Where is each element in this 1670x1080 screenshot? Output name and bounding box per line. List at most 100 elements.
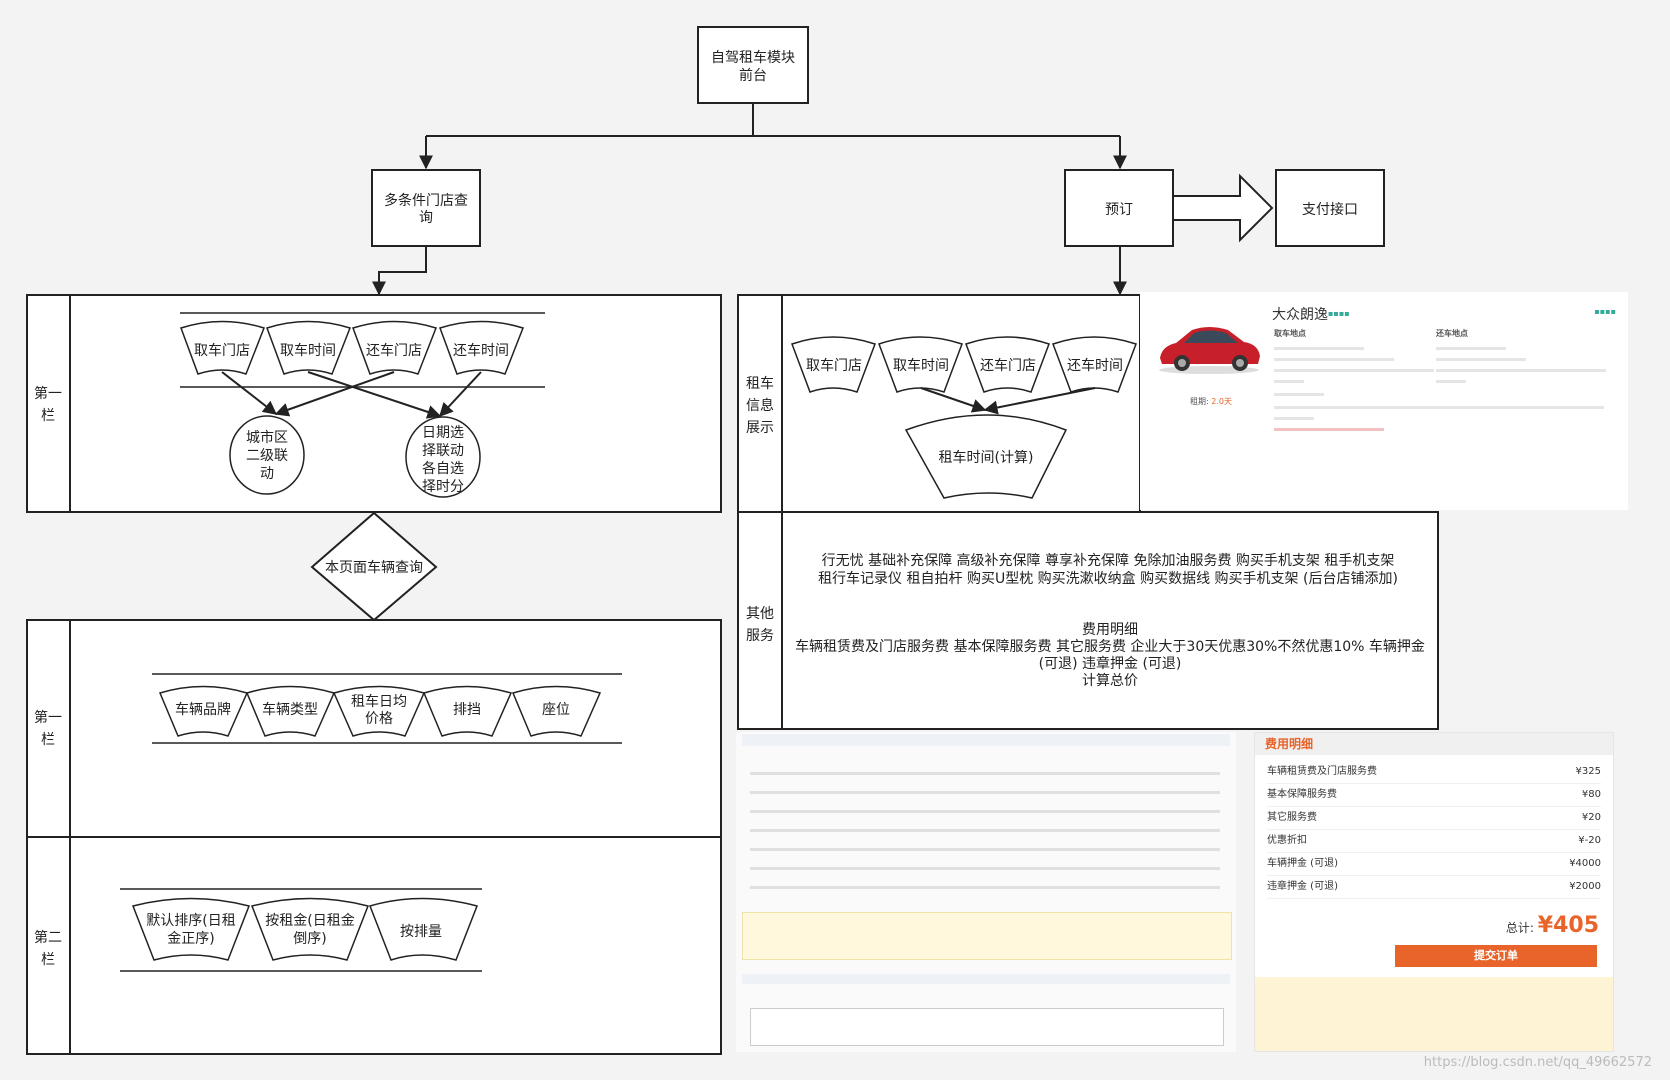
watermark: https://blog.csdn.net/qq_49662572 <box>1423 1055 1652 1070</box>
svg-text:金正序): 金正序) <box>167 931 214 947</box>
rental-duration-value: 2.0天 <box>1211 397 1232 406</box>
svg-text:预订: 预订 <box>1105 202 1133 218</box>
svg-text:信息: 信息 <box>746 397 774 414</box>
fee-row-value: ¥80 <box>1581 789 1601 800</box>
right-panel-2: 其他 服务 行无忧 基础补充保障 高级补充保障 尊享补充保障 免除加油服务费 购… <box>737 511 1439 730</box>
fee-row-value: ¥325 <box>1575 766 1601 777</box>
fee-row-label: 基本保障服务费 <box>1267 789 1337 800</box>
svg-text:计算总价: 计算总价 <box>1082 673 1138 689</box>
submit-order-button[interactable]: 提交订单 <box>1395 945 1597 967</box>
svg-text:栏: 栏 <box>41 952 55 968</box>
agreement-note <box>1255 977 1613 1051</box>
notice-box <box>742 912 1232 960</box>
svg-text:日期选: 日期选 <box>422 425 464 441</box>
fee-row-label: 车辆租赁费及门店服务费 <box>1267 766 1377 777</box>
remarks-textarea[interactable] <box>750 1008 1224 1046</box>
fee-summary-title: 费用明细 <box>1255 733 1613 755</box>
svg-text:租车日均: 租车日均 <box>351 693 407 710</box>
svg-text:第二: 第二 <box>34 929 62 946</box>
car-info-screenshot: 大众朗逸 ▪▪▪▪ ▪▪▪▪ 租期: 2.0天 取车地点 还车地点 <box>1140 292 1628 510</box>
fee-row: 优惠折扣 ¥-20 <box>1267 830 1601 853</box>
svg-text:费用明细: 费用明细 <box>1082 622 1138 638</box>
fee-row: 违章押金 (可退) ¥2000 <box>1267 876 1601 899</box>
svg-text:行无忧 基础补充保障 高级补充保障 尊享补充保障 免除加油服: 行无忧 基础补充保障 高级补充保障 尊享补充保障 免除加油服务费 购买手机支架 … <box>822 552 1395 569</box>
payment-node: 支付接口 <box>1275 169 1385 247</box>
return-location-heading: 还车地点 <box>1436 329 1468 338</box>
car-details-text-right <box>1436 342 1616 391</box>
car-details-text <box>1274 342 1614 439</box>
fee-row-label: 车辆押金 (可退) <box>1267 858 1338 869</box>
svg-text:(可退) 违章押金 (可退): (可退) 违章押金 (可退) <box>1039 655 1182 672</box>
svg-text:城市区: 城市区 <box>246 429 288 446</box>
svg-text:还车时间: 还车时间 <box>453 342 509 359</box>
service-rows <box>750 758 1220 889</box>
fee-rows: 车辆租赁费及门店服务费 ¥325 基本保障服务费 ¥80 其它服务费 ¥20 优惠折扣 ¥-2… <box>1255 755 1613 899</box>
svg-text:取车门店: 取车门店 <box>806 357 862 374</box>
svg-text:车辆品牌: 车辆品牌 <box>175 701 231 718</box>
svg-text:取车时间: 取车时间 <box>280 342 336 359</box>
fee-row: 其它服务费 ¥20 <box>1267 807 1601 830</box>
svg-text:还车门店: 还车门店 <box>980 357 1036 374</box>
service-options-screenshot <box>736 732 1236 1052</box>
svg-text:栏: 栏 <box>41 408 55 424</box>
fee-row-label: 违章押金 (可退) <box>1267 881 1338 892</box>
fee-row-label: 其它服务费 <box>1267 812 1317 823</box>
svg-text:租车时间(计算): 租车时间(计算) <box>939 449 1034 466</box>
store-search-node: 多条件门店查 询 <box>371 169 481 247</box>
connectors-top <box>372 103 1127 296</box>
svg-text:还车门店: 还车门店 <box>366 342 422 359</box>
total-label: 总计: <box>1505 921 1534 935</box>
fee-row-value: ¥4000 <box>1569 858 1601 869</box>
svg-text:多条件门店查: 多条件门店查 <box>384 192 468 209</box>
svg-text:排挡: 排挡 <box>453 702 481 718</box>
svg-text:展示: 展示 <box>746 420 774 436</box>
fee-row-value: ¥20 <box>1581 812 1601 823</box>
svg-text:租车: 租车 <box>746 375 774 392</box>
fee-row-label: 优惠折扣 <box>1267 835 1307 846</box>
svg-text:择时分: 择时分 <box>422 479 464 495</box>
svg-text:自驾租车模块: 自驾租车模块 <box>711 49 795 66</box>
svg-text:本页面车辆查询: 本页面车辆查询 <box>325 559 423 576</box>
svg-text:按排量: 按排量 <box>400 924 442 940</box>
pickup-location-heading: 取车地点 <box>1274 329 1306 338</box>
svg-text:租行车记录仪 租自拍杆 购买U型枕 购买洗漱收纳盒 购买数据: 租行车记录仪 租自拍杆 购买U型枕 购买洗漱收纳盒 购买数据线 购买手机支架 (… <box>818 570 1398 587</box>
svg-text:还车时间: 还车时间 <box>1067 357 1123 374</box>
svg-text:第一: 第一 <box>34 709 62 726</box>
vehicle-query-decision: 本页面车辆查询 <box>310 511 438 622</box>
svg-text:价格: 价格 <box>365 711 393 727</box>
booking-to-payment-arrow <box>1172 173 1274 243</box>
svg-text:座位: 座位 <box>542 702 570 718</box>
fee-row-value: ¥-20 <box>1578 835 1601 846</box>
fee-row: 车辆租赁费及门店服务费 ¥325 <box>1267 761 1601 784</box>
svg-text:服务: 服务 <box>746 628 774 644</box>
svg-text:前台: 前台 <box>739 67 767 84</box>
svg-text:车辆租赁费及门店服务费 基本保障服务费 其它服务费 企业大于: 车辆租赁费及门店服务费 基本保障服务费 其它服务费 企业大于30天优惠30%不然… <box>795 638 1425 655</box>
fee-row: 车辆押金 (可退) ¥4000 <box>1267 853 1601 876</box>
car-image <box>1159 327 1260 374</box>
right-panel-1: 租车 信息 展示 取车门店 取车时间 还车门店 还车时间 租车时间(计算) <box>737 294 1141 513</box>
car-name: 大众朗逸 <box>1272 307 1328 323</box>
svg-text:动: 动 <box>260 466 274 482</box>
svg-text:询: 询 <box>419 210 433 226</box>
fee-row-value: ¥2000 <box>1569 881 1601 892</box>
root-node: 自驾租车模块 前台 <box>697 26 809 104</box>
fee-summary-screenshot: 费用明细 车辆租赁费及门店服务费 ¥325 基本保障服务费 ¥80 其它服务费 ¥20 优惠… <box>1254 732 1614 1052</box>
booking-node: 预订 <box>1064 169 1174 247</box>
svg-text:择联动: 择联动 <box>422 443 464 459</box>
svg-text:取车门店: 取车门店 <box>194 342 250 359</box>
svg-text:二级联: 二级联 <box>246 448 288 464</box>
total-value: ¥405 <box>1537 913 1599 938</box>
svg-text:各自选: 各自选 <box>422 461 464 477</box>
svg-text:车辆类型: 车辆类型 <box>262 701 318 718</box>
fee-row: 基本保障服务费 ¥80 <box>1267 784 1601 807</box>
left-panel-3: 第二 栏 默认排序(日租 金正序) 按租金(日租金 倒序) 按排量 <box>26 836 722 1055</box>
svg-text:支付接口: 支付接口 <box>1302 201 1358 218</box>
left-panel-2: 第一 栏 车辆品牌 车辆类型 租车日均 价格 排挡 座位 <box>26 619 722 838</box>
svg-text:默认排序(日租: 默认排序(日租 <box>146 913 235 929</box>
svg-text:第一: 第一 <box>34 385 62 402</box>
svg-text:倒序): 倒序) <box>293 931 326 947</box>
svg-text:按租金(日租金: 按租金(日租金 <box>265 913 354 929</box>
svg-text:取车时间: 取车时间 <box>893 357 949 374</box>
svg-text:其他: 其他 <box>746 606 774 622</box>
